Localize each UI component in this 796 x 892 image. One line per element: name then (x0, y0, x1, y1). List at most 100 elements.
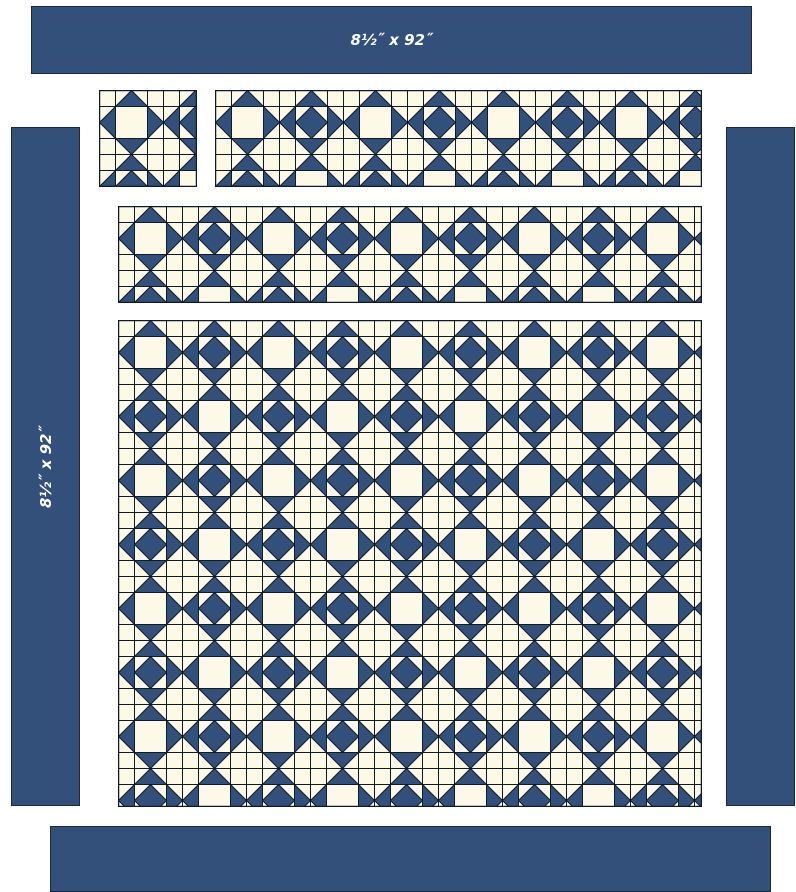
corner-square (167, 385, 183, 401)
corner-square (503, 513, 519, 529)
corner-square (295, 705, 311, 721)
corner-square (567, 689, 583, 705)
corner-square (679, 369, 695, 385)
top-border-label: 8½˝ x 92˝ (351, 31, 433, 49)
corner-square (551, 561, 567, 577)
block-center-square (583, 657, 615, 689)
corner-square (536, 91, 552, 107)
corner-square (119, 449, 135, 465)
corner-square (679, 705, 695, 721)
corner-square (359, 255, 375, 271)
corner-square (631, 625, 647, 641)
corner-square (631, 433, 647, 449)
corner-square (311, 705, 327, 721)
corner-square (503, 577, 519, 593)
corner-square (439, 385, 455, 401)
corner-square (231, 513, 247, 529)
corner-square (247, 753, 263, 769)
block-center-square (135, 721, 167, 753)
corner-square (311, 577, 327, 593)
corner-square (231, 641, 247, 657)
corner-square (503, 207, 519, 223)
corner-square (551, 513, 567, 529)
right-border-strip (726, 127, 795, 806)
corner-square (615, 689, 631, 705)
corner-square (216, 91, 232, 107)
corner-square (503, 625, 519, 641)
block-center-square (647, 593, 679, 625)
corner-square (295, 433, 311, 449)
corner-square (631, 705, 647, 721)
corner-square (359, 753, 375, 769)
corner-square (439, 321, 455, 337)
corner-square (164, 155, 180, 171)
corner-square (408, 155, 424, 171)
corner-square (631, 561, 647, 577)
corner-square (183, 271, 199, 287)
corner-square (472, 91, 488, 107)
corner-square (551, 369, 567, 385)
top-border-strip: 8½˝ x 92˝ (31, 6, 752, 74)
corner-square (615, 321, 631, 337)
corner-square (167, 255, 183, 271)
corner-square (247, 641, 263, 657)
corner-square (679, 641, 695, 657)
corner-square (264, 139, 280, 155)
corner-square (439, 769, 455, 785)
block-center-square (616, 107, 648, 139)
corner-square (503, 255, 519, 271)
corner-square (487, 369, 503, 385)
corner-square (631, 449, 647, 465)
corner-square (311, 497, 327, 513)
corner-square (247, 769, 263, 785)
corner-square (247, 207, 263, 223)
block-center-square (135, 593, 167, 625)
corner-square (615, 577, 631, 593)
corner-square (615, 255, 631, 271)
corner-square (487, 255, 503, 271)
corner-square (503, 271, 519, 287)
corner-square (487, 433, 503, 449)
corner-square (119, 705, 135, 721)
corner-square (567, 641, 583, 657)
corner-square (600, 91, 616, 107)
corner-square (487, 705, 503, 721)
corner-square (231, 753, 247, 769)
corner-square (375, 577, 391, 593)
corner-square (503, 321, 519, 337)
corner-square (567, 433, 583, 449)
corner-square (359, 705, 375, 721)
block-center-square (647, 223, 679, 255)
corner-square (311, 641, 327, 657)
corner-square (456, 155, 472, 171)
corner-square (311, 207, 327, 223)
corner-square (439, 271, 455, 287)
block-center-square (647, 337, 679, 369)
corner-square (231, 705, 247, 721)
corner-square (551, 449, 567, 465)
corner-square (456, 91, 472, 107)
middle-star-row-panel (118, 206, 702, 303)
corner-square (119, 433, 135, 449)
corner-square (423, 433, 439, 449)
corner-square (231, 385, 247, 401)
corner-square (567, 369, 583, 385)
corner-square (456, 139, 472, 155)
corner-square (679, 433, 695, 449)
corner-square (615, 561, 631, 577)
corner-square (503, 641, 519, 657)
corner-square (295, 753, 311, 769)
corner-square (216, 155, 232, 171)
block-center-square (135, 465, 167, 497)
corner-square (247, 561, 263, 577)
corner-square (119, 321, 135, 337)
corner-square (183, 497, 199, 513)
corner-square (408, 91, 424, 107)
corner-square (264, 91, 280, 107)
corner-square (359, 321, 375, 337)
corner-square (567, 513, 583, 529)
corner-square (503, 705, 519, 721)
block-center-square (199, 657, 231, 689)
corner-square (183, 689, 199, 705)
corner-square (295, 625, 311, 641)
